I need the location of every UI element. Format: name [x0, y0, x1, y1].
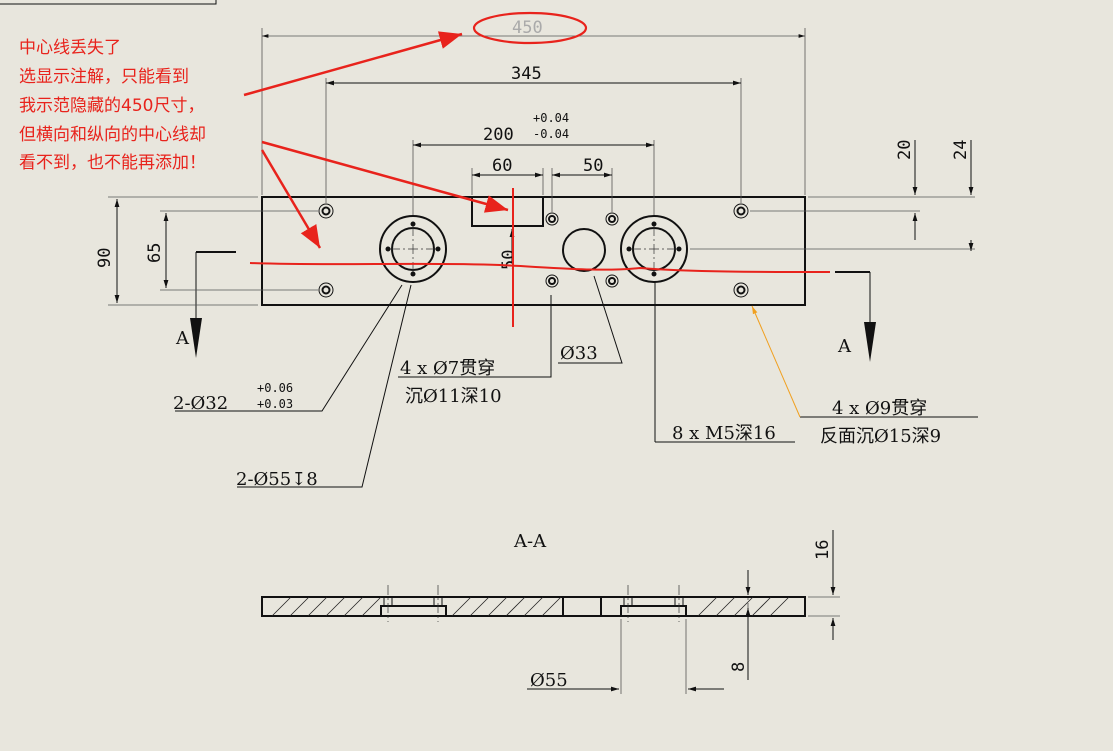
section-hatch [261, 596, 806, 617]
annotation-line-4: 但横向和纵向的中心线却 [19, 125, 206, 145]
dim-50-vertical: 50 [499, 250, 519, 270]
red-arrow-to-centerline [261, 140, 509, 213]
sheet-frame-corner [0, 0, 217, 5]
bore-right [620, 215, 688, 283]
bore-left [379, 215, 447, 283]
callout-bore32-tol-lower: +0.03 [257, 397, 293, 411]
dim-200-tol-upper: +0.04 [533, 111, 569, 125]
callout-thru9-line2: 反面沉Ø15深9 [820, 426, 941, 447]
section-marker-left: A [175, 328, 190, 349]
dim-65: 65 [145, 243, 165, 263]
dim-90: 90 [95, 248, 115, 268]
section-dim-bore55: Ø55 [530, 670, 568, 691]
red-arrow-to-left [260, 149, 322, 249]
callout-m5: 8 x M5深16 [672, 423, 776, 444]
dim-24: 24 [951, 140, 971, 160]
red-horizontal-centerline [249, 262, 831, 273]
section-dim-16: 16 [813, 540, 833, 560]
callout-thru7-line1: 4 x Ø7贯穿 [400, 358, 495, 379]
section-marker-right: A [837, 336, 852, 357]
annotation-line-1: 中心线丢失了 [19, 38, 121, 58]
section-view: A-A [261, 530, 840, 694]
callout-counterbore55: 2-Ø55↧8 [236, 469, 318, 490]
section-title: A-A [513, 531, 547, 552]
plate-outline [261, 196, 806, 306]
small-holes [318, 203, 749, 298]
dim-50: 50 [583, 156, 603, 176]
red-markup: 中心线丢失了 选显示注解，只能看到 我示范隐藏的450尺寸， 但横向和纵向的中心… [19, 11, 831, 327]
red-arrow-to-450 [243, 31, 463, 97]
hole-33 [562, 228, 606, 272]
dim-450[interactable]: 450 [512, 18, 543, 38]
dim-345: 345 [511, 64, 542, 84]
annotation-line-2: 选显示注解，只能看到 [19, 67, 189, 87]
plan-view: A A 450 345 200 + [95, 18, 978, 490]
section-dim-8: 8 [729, 662, 749, 672]
slot-outline [471, 197, 544, 227]
callout-thru9-line1: 4 x Ø9贯穿 [832, 398, 927, 419]
callout-bore32: 2-Ø32 [173, 393, 228, 414]
highlight-ellipse-450 [472, 11, 588, 45]
callout-hole33: Ø33 [560, 343, 598, 364]
annotation-line-3: 我示范隐藏的450尺寸， [19, 96, 204, 116]
annotation-text: 中心线丢失了 选显示注解，只能看到 我示范隐藏的450尺寸， 但横向和纵向的中心… [19, 38, 211, 173]
section-arrow-right [864, 322, 876, 362]
dim-200: 200 [483, 125, 514, 145]
callout-bore32-tol-upper: +0.06 [257, 381, 293, 395]
callout-thru7-line2: 沉Ø11深10 [405, 386, 502, 407]
annotation-line-5: 看不到，也不能再添加！ [19, 153, 206, 173]
dim-200-tol-lower: -0.04 [533, 127, 569, 141]
section-arrow-left [190, 318, 202, 358]
dim-60: 60 [492, 156, 512, 176]
dim-20: 20 [895, 140, 915, 160]
